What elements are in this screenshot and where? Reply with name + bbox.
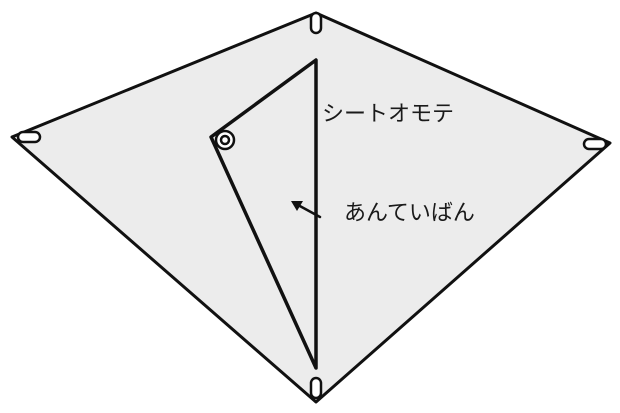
grommet-left-icon bbox=[18, 132, 40, 142]
anti-slip-plate-label: あんていばん bbox=[344, 203, 475, 225]
ring-icon bbox=[216, 131, 234, 149]
grommet-top-icon bbox=[311, 13, 321, 33]
grommet-right-icon bbox=[584, 139, 606, 149]
grommet-bottom-icon bbox=[311, 378, 321, 398]
sheet-front-label: シートオモテ bbox=[322, 104, 454, 126]
